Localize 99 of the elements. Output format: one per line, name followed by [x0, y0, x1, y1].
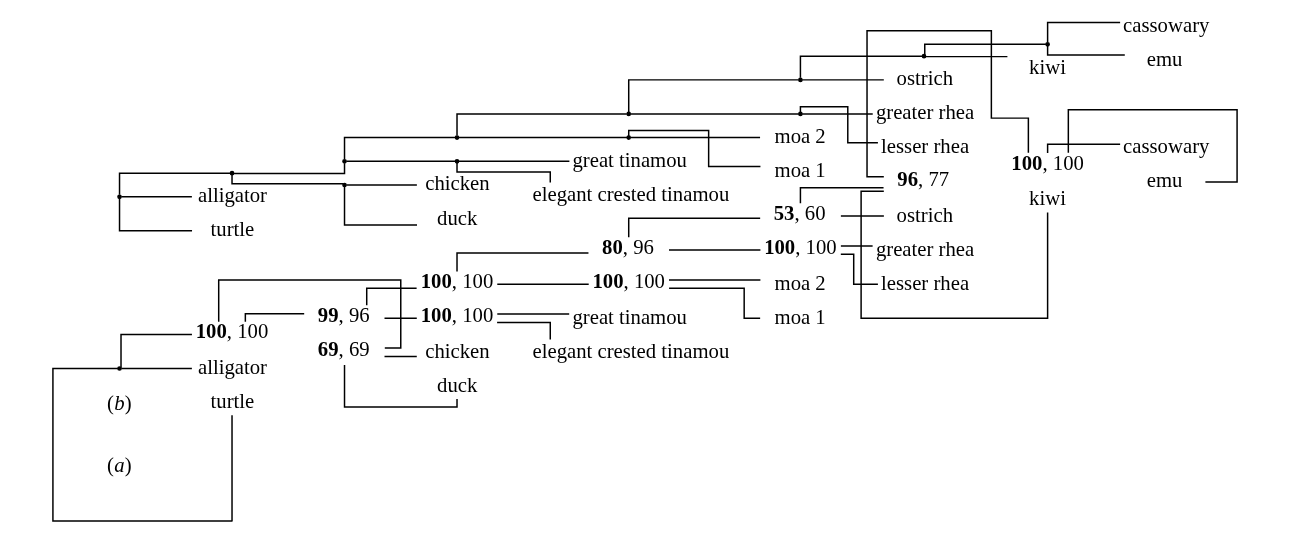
connector — [365, 287, 417, 307]
connector — [383, 317, 417, 319]
node-text: elegant crested tinamou — [532, 182, 729, 205]
node-point — [116, 366, 122, 371]
connector — [118, 172, 231, 196]
node-text: emu — [1146, 48, 1182, 71]
connector — [800, 113, 873, 115]
connector — [627, 129, 761, 168]
node-text: duck — [436, 206, 477, 229]
node-text: emu — [1146, 169, 1182, 192]
connector — [232, 162, 345, 175]
node-point — [921, 53, 926, 59]
connector — [629, 113, 799, 115]
node-point — [797, 77, 803, 83]
connector — [627, 79, 799, 113]
connector — [120, 196, 193, 198]
node-text: kiwi — [1028, 55, 1066, 78]
connector — [1046, 143, 1121, 154]
node-text: great tinamou — [571, 148, 687, 171]
connector — [627, 217, 761, 238]
node-text: lesser rhea — [880, 135, 969, 158]
node-text: turtle — [210, 390, 254, 413]
node-text: 96, 77 — [896, 168, 949, 191]
node-text: 80, 96 — [601, 236, 654, 259]
node-point — [116, 194, 122, 200]
connector — [667, 279, 761, 281]
connector — [1046, 45, 1126, 56]
node-point — [341, 158, 347, 164]
node-point — [341, 182, 347, 188]
node-text: alligator — [197, 356, 267, 378]
connector — [496, 313, 570, 315]
connector — [383, 355, 417, 358]
label: (b) — [106, 391, 132, 414]
node-point — [797, 111, 803, 117]
connector — [667, 249, 761, 251]
node-text: 100, 100 — [420, 270, 493, 293]
connector — [343, 136, 456, 160]
connector — [839, 215, 885, 217]
connector — [217, 279, 401, 349]
node-text: moa 2 — [774, 271, 826, 294]
node-point — [454, 135, 459, 140]
node-text: ostrich — [896, 203, 953, 226]
connector — [455, 252, 589, 273]
connector — [244, 313, 305, 323]
node-text: 69, 69 — [317, 338, 370, 361]
node-point — [1044, 42, 1050, 47]
node-text: duck — [436, 373, 477, 396]
connector — [800, 79, 885, 81]
connector — [496, 283, 589, 285]
node-text: 100, 100 — [763, 236, 837, 259]
connector — [345, 184, 418, 186]
node-text: kiwi — [1028, 187, 1066, 210]
node-text: lesser rhea — [880, 271, 969, 294]
connector — [859, 190, 1048, 319]
connector — [629, 136, 761, 139]
connector — [455, 113, 628, 137]
connector — [865, 30, 1029, 178]
connector — [495, 321, 551, 341]
node-point — [625, 135, 631, 140]
node-text: 100, 100 — [420, 304, 493, 327]
node-text: 100, 100 — [1010, 151, 1084, 174]
node-text: alligator — [197, 184, 267, 207]
node-text: cassowary — [1122, 14, 1209, 37]
connector — [230, 174, 344, 185]
node-text: chicken — [424, 172, 490, 195]
connector — [457, 160, 570, 163]
connector — [119, 333, 193, 369]
node-text: cassowary — [1122, 135, 1209, 158]
connector — [839, 253, 879, 285]
connector — [118, 197, 193, 232]
node-text: chicken — [424, 339, 490, 362]
connector — [343, 185, 418, 226]
connector — [1067, 109, 1238, 183]
node-point — [229, 170, 234, 176]
node-text: greater rhea — [875, 101, 974, 124]
node-point — [454, 158, 459, 164]
connector — [799, 55, 923, 79]
node-text: moa 2 — [774, 125, 826, 148]
connector — [345, 160, 456, 163]
node-text: greater rhea — [875, 237, 974, 260]
connector — [120, 367, 193, 370]
node-text: 53, 60 — [773, 202, 826, 225]
node-text: 100, 100 — [591, 270, 665, 293]
connector — [457, 136, 628, 139]
node-point — [625, 111, 631, 117]
node-text: ostrich — [896, 67, 953, 90]
node-text: turtle — [210, 218, 254, 241]
node-text: 99, 96 — [317, 304, 370, 327]
node-text: great tinamou — [571, 305, 687, 328]
node-text: moa 1 — [774, 159, 826, 182]
connector — [923, 43, 1047, 56]
node-text: elegant crested tinamou — [532, 339, 729, 362]
connector — [839, 245, 873, 247]
node-text: moa 1 — [774, 305, 826, 328]
connector — [924, 55, 1008, 58]
node-text: 100, 100 — [195, 320, 268, 343]
connector — [455, 162, 551, 184]
connector — [1046, 21, 1121, 44]
label: (a) — [106, 453, 132, 476]
